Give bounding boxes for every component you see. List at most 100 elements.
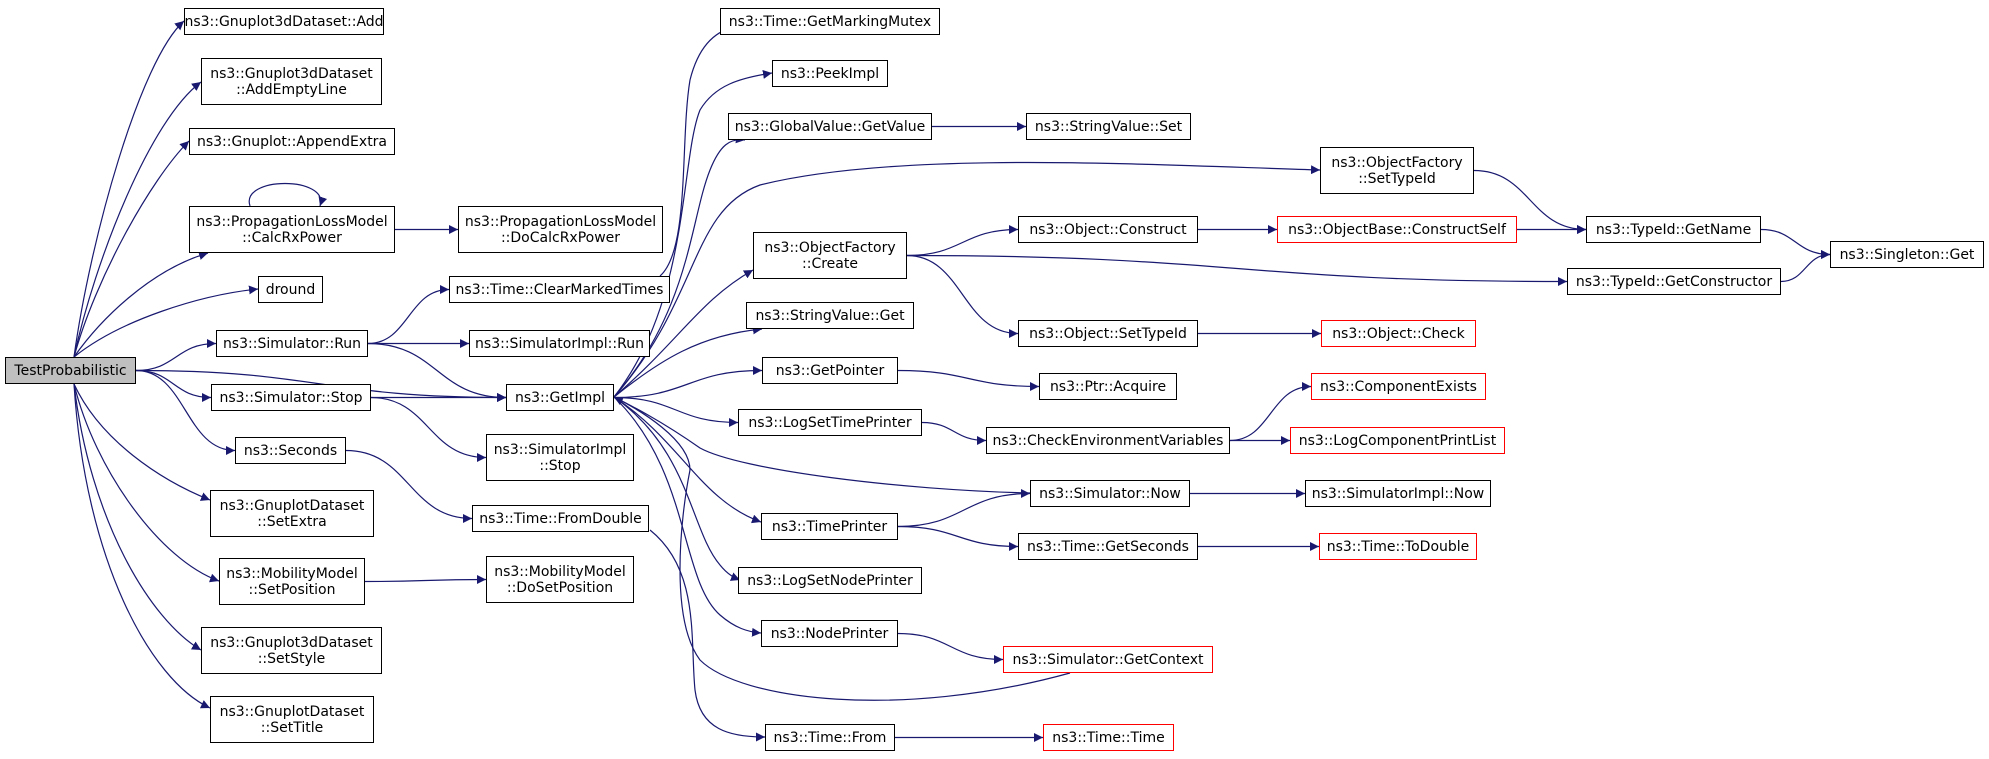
node-label: ns3::ObjectBase::ConstructSelf <box>1288 221 1506 238</box>
node-logsettimeprinter[interactable]: ns3::LogSetTimePrinter <box>738 409 922 436</box>
node-label: ns3::PropagationLossModel <box>196 213 388 230</box>
edge-typeid-getctor-to-singleton-get <box>1780 250 1831 283</box>
edge-checkenv-to-componentexists <box>1229 382 1312 442</box>
node-label: ns3::Simulator::Run <box>222 335 362 352</box>
node-objbase-constructself[interactable]: ns3::ObjectBase::ConstructSelf <box>1277 216 1517 243</box>
edge-getimpl-to-sv-get <box>613 325 763 398</box>
node-logsetnodeprinter[interactable]: ns3::LogSetNodePrinter <box>738 567 922 594</box>
node-time-from[interactable]: ns3::Time::From <box>765 724 895 751</box>
edge-getimpl-to-getpointer <box>613 366 763 399</box>
node-label: ns3::GlobalValue::GetValue <box>734 118 926 135</box>
node-ptr-acquire[interactable]: ns3::Ptr::Acquire <box>1039 373 1177 400</box>
node-of-settypeid[interactable]: ns3::ObjectFactory::SetTypeId <box>1320 147 1474 194</box>
node-g3d-addempty[interactable]: ns3::Gnuplot3dDataset::AddEmptyLine <box>201 58 382 105</box>
node-label: TestProbabilistic <box>14 362 127 379</box>
node-dround[interactable]: dround <box>258 276 323 303</box>
node-testprob: TestProbabilistic <box>5 357 136 384</box>
node-gp-appendextra[interactable]: ns3::Gnuplot::AppendExtra <box>189 128 395 155</box>
edge-getimpl-to-logsettimeprinter <box>613 396 739 427</box>
edge-typeid-getname-to-singleton-get <box>1760 228 1831 259</box>
node-timeprinter[interactable]: ns3::TimePrinter <box>761 513 898 540</box>
node-label: ns3::Simulator::Stop <box>219 389 363 406</box>
node-of-create[interactable]: ns3::ObjectFactory::Create <box>753 232 907 279</box>
edge-testprob-to-dround <box>73 285 259 358</box>
node-mm-setpos[interactable]: ns3::MobilityModel::SetPosition <box>219 558 365 605</box>
node-typeid-getctor[interactable]: ns3::TypeId::GetConstructor <box>1567 268 1781 295</box>
node-label: ns3::ObjectFactory <box>764 239 896 256</box>
node-plm-docalc[interactable]: ns3::PropagationLossModel::DoCalcRxPower <box>458 206 663 253</box>
node-label: ::SetStyle <box>257 650 326 667</box>
node-label: ns3::TypeId::GetName <box>1595 221 1752 238</box>
node-sim-stop[interactable]: ns3::Simulator::Stop <box>211 384 371 411</box>
edge-testprob-to-plm-calc <box>73 251 209 358</box>
node-label: ::CalcRxPower <box>242 229 342 246</box>
node-label: dround <box>265 281 316 298</box>
node-label: ::SetPosition <box>248 581 336 598</box>
node-label: ns3::Simulator::Now <box>1039 485 1181 502</box>
node-obj-construct[interactable]: ns3::Object::Construct <box>1018 216 1198 243</box>
node-singleton-get[interactable]: ns3::Singleton::Get <box>1830 241 1984 268</box>
node-label: ns3::Time::Time <box>1052 729 1165 746</box>
node-label: ns3::TimePrinter <box>771 518 888 535</box>
node-label: ns3::Object::Construct <box>1029 221 1187 238</box>
node-label: ns3::ObjectFactory <box>1331 154 1463 171</box>
node-label: ns3::Gnuplot3dDataset <box>210 634 373 651</box>
node-label: ns3::Gnuplot3dDataset <box>210 65 373 82</box>
node-label: ns3::Ptr::Acquire <box>1049 378 1167 395</box>
edge-testprob-to-gp-appendextra <box>73 140 190 358</box>
edge-testprob-to-g3d-add <box>73 20 185 358</box>
node-label: ns3::Seconds <box>243 442 338 459</box>
node-time-getseconds[interactable]: ns3::Time::GetSeconds <box>1018 533 1198 560</box>
node-plm-calc[interactable]: ns3::PropagationLossModel::CalcRxPower <box>189 206 395 253</box>
edge-getimpl-to-nodeprinter <box>613 396 762 637</box>
node-time-clearmarked[interactable]: ns3::Time::ClearMarkedTimes <box>449 276 670 303</box>
node-simimpl-run[interactable]: ns3::SimulatorImpl::Run <box>469 330 650 357</box>
node-sim-now[interactable]: ns3::Simulator::Now <box>1030 480 1190 507</box>
edge-sim-run-to-time-clearmarked <box>367 285 450 345</box>
node-label: ns3::Time::ClearMarkedTimes <box>455 281 664 298</box>
node-label: ns3::LogSetNodePrinter <box>747 572 913 589</box>
node-sim-getcontext[interactable]: ns3::Simulator::GetContext <box>1003 646 1213 673</box>
node-label: ns3::Singleton::Get <box>1839 246 1975 263</box>
edge-testprob-to-sim-run <box>135 339 217 372</box>
node-seconds[interactable]: ns3::Seconds <box>235 437 346 464</box>
edge-time-fromdouble-to-time-from <box>649 529 766 742</box>
node-logcomponentprintlist[interactable]: ns3::LogComponentPrintList <box>1290 427 1505 454</box>
node-simimpl-now[interactable]: ns3::SimulatorImpl::Now <box>1305 480 1491 507</box>
node-label: ns3::GnuplotDataset <box>219 703 365 720</box>
node-obj-check[interactable]: ns3::Object::Check <box>1321 320 1476 347</box>
node-mm-dosetpos[interactable]: ns3::MobilityModel::DoSetPosition <box>486 556 634 603</box>
node-label: ::SetTypeId <box>1358 170 1436 187</box>
edge-testprob-to-mm-setpos <box>73 383 220 583</box>
node-g3d-add[interactable]: ns3::Gnuplot3dDataset::Add <box>184 8 384 35</box>
node-sv-get[interactable]: ns3::StringValue::Get <box>746 302 914 329</box>
node-typeid-getname[interactable]: ns3::TypeId::GetName <box>1586 216 1761 243</box>
node-gv-getvalue[interactable]: ns3::GlobalValue::GetValue <box>728 113 932 140</box>
node-label: ns3::LogSetTimePrinter <box>748 414 912 431</box>
node-getimpl[interactable]: ns3::GetImpl <box>506 384 614 411</box>
node-componentexists[interactable]: ns3::ComponentExists <box>1311 373 1486 400</box>
edge-getimpl-to-gv-getvalue <box>613 134 746 398</box>
node-label: ns3::MobilityModel <box>494 563 626 580</box>
edge-testprob-to-g3d-addempty <box>73 81 202 358</box>
node-label: ::Create <box>802 255 858 272</box>
node-obj-settypeid[interactable]: ns3::Object::SetTypeId <box>1018 320 1198 347</box>
node-label: ns3::GetImpl <box>514 389 605 406</box>
node-time-getmarkingmutex[interactable]: ns3::Time::GetMarkingMutex <box>720 8 940 35</box>
node-time-time[interactable]: ns3::Time::Time <box>1043 724 1174 751</box>
node-g3d-setstyle[interactable]: ns3::Gnuplot3dDataset::SetStyle <box>201 627 382 674</box>
node-sv-set[interactable]: ns3::StringValue::Set <box>1026 113 1191 140</box>
node-simimpl-stop[interactable]: ns3::SimulatorImpl::Stop <box>486 434 634 481</box>
node-label: ::SetExtra <box>257 513 327 530</box>
node-getpointer[interactable]: ns3::GetPointer <box>762 357 898 384</box>
node-time-fromdouble[interactable]: ns3::Time::FromDouble <box>472 505 649 532</box>
node-label: ::AddEmptyLine <box>236 81 347 98</box>
node-gpd-setextra[interactable]: ns3::GnuplotDataset::SetExtra <box>210 490 374 537</box>
node-sim-run[interactable]: ns3::Simulator::Run <box>216 330 368 357</box>
node-peekimpl[interactable]: ns3::PeekImpl <box>772 60 888 87</box>
node-checkenv[interactable]: ns3::CheckEnvironmentVariables <box>986 427 1230 454</box>
node-time-todouble[interactable]: ns3::Time::ToDouble <box>1319 533 1477 560</box>
node-nodeprinter[interactable]: ns3::NodePrinter <box>761 620 898 647</box>
edge-of-create-to-typeid-getctor <box>906 254 1568 286</box>
node-gpd-settitle[interactable]: ns3::GnuplotDataset::SetTitle <box>210 696 374 743</box>
